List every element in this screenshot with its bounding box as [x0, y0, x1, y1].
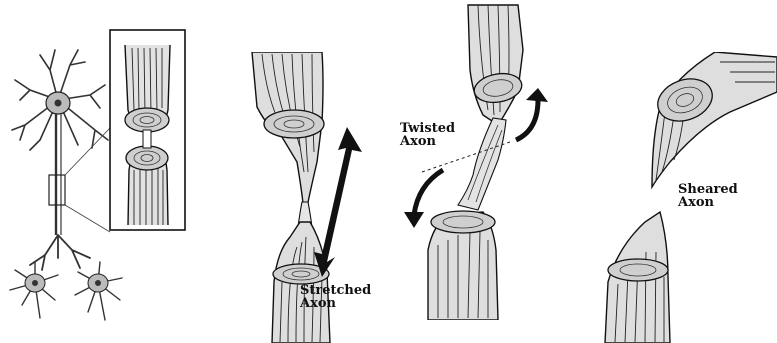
twisted-axon-illustration	[398, 0, 563, 320]
twisted-axon-panel: Twisted Axon	[398, 0, 563, 320]
stretch-arrow	[314, 127, 362, 277]
sheared-upper-fragment	[652, 52, 777, 187]
stretched-axon-panel: Stretched Axon	[222, 52, 377, 343]
twist-arrow-upper	[516, 88, 548, 140]
sheared-axon-panel: Sheared Axon	[590, 52, 777, 343]
sheared-axon-label: Sheared Axon	[678, 183, 738, 209]
neuron-panel	[0, 0, 205, 343]
target-cell-right	[75, 262, 122, 320]
zoom-inset	[110, 30, 185, 230]
sheared-lower-fragment	[605, 212, 670, 343]
target-cell-left	[10, 262, 58, 318]
twisted-axon-label: Twisted Axon	[400, 122, 455, 148]
stretched-axon-label: Stretched Axon	[300, 284, 371, 310]
neuron-illustration	[0, 0, 205, 343]
